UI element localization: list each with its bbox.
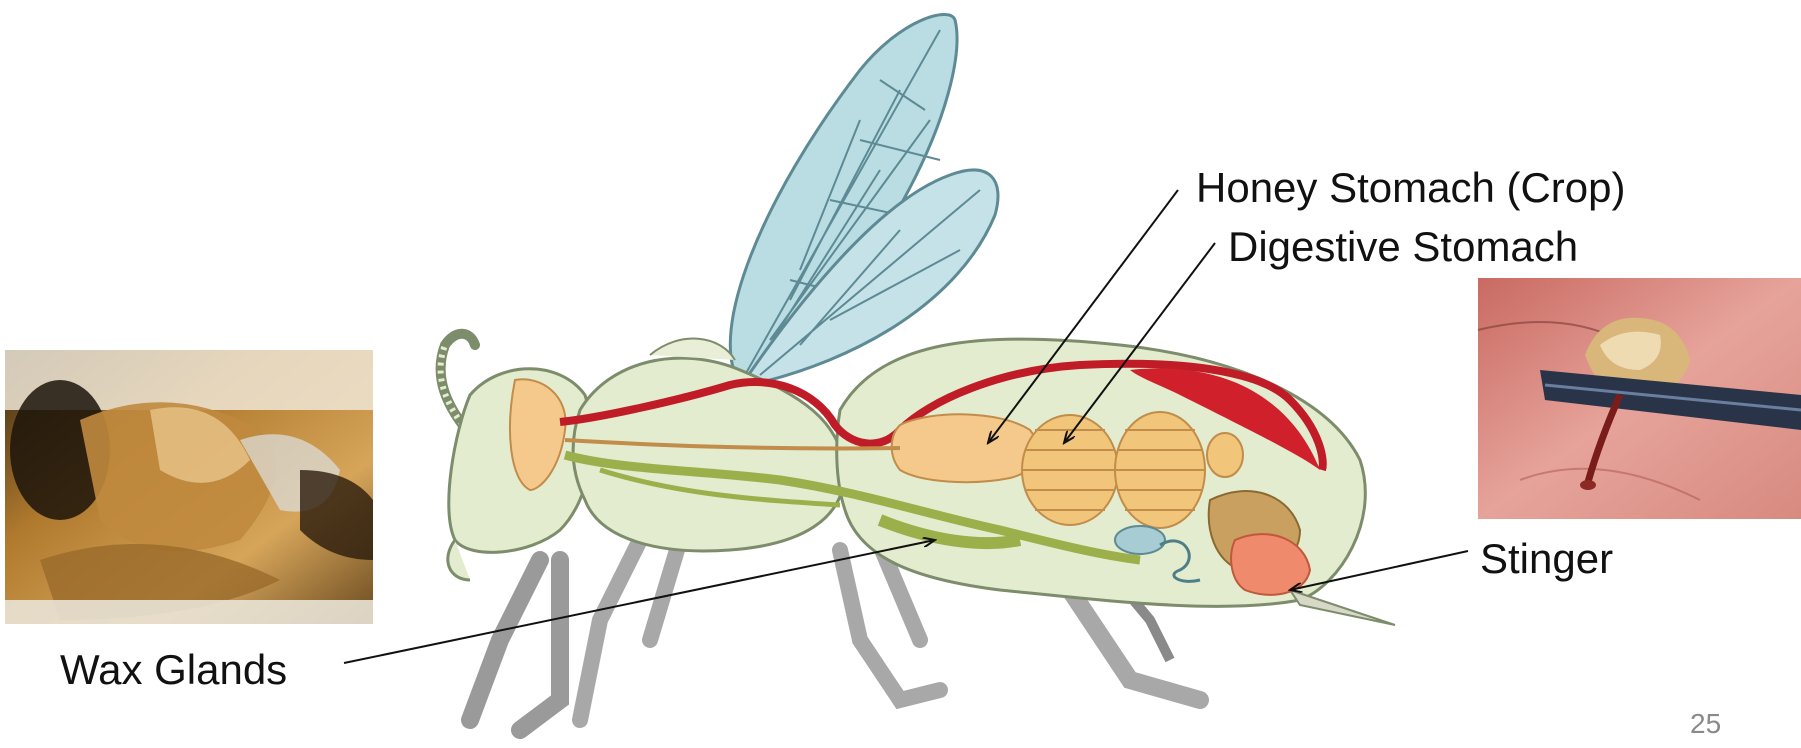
stinger-label: Stinger [1480, 538, 1613, 580]
page-number: 25 [1690, 710, 1721, 738]
digestive-stomach-label: Digestive Stomach [1228, 226, 1578, 268]
honey-stomach-label: Honey Stomach (Crop) [1196, 167, 1626, 209]
bee-illustration [441, 14, 1395, 730]
wax-glands-label: Wax Glands [60, 649, 287, 691]
stinger-photo [1478, 278, 1801, 519]
wax-glands-photo [5, 350, 373, 624]
